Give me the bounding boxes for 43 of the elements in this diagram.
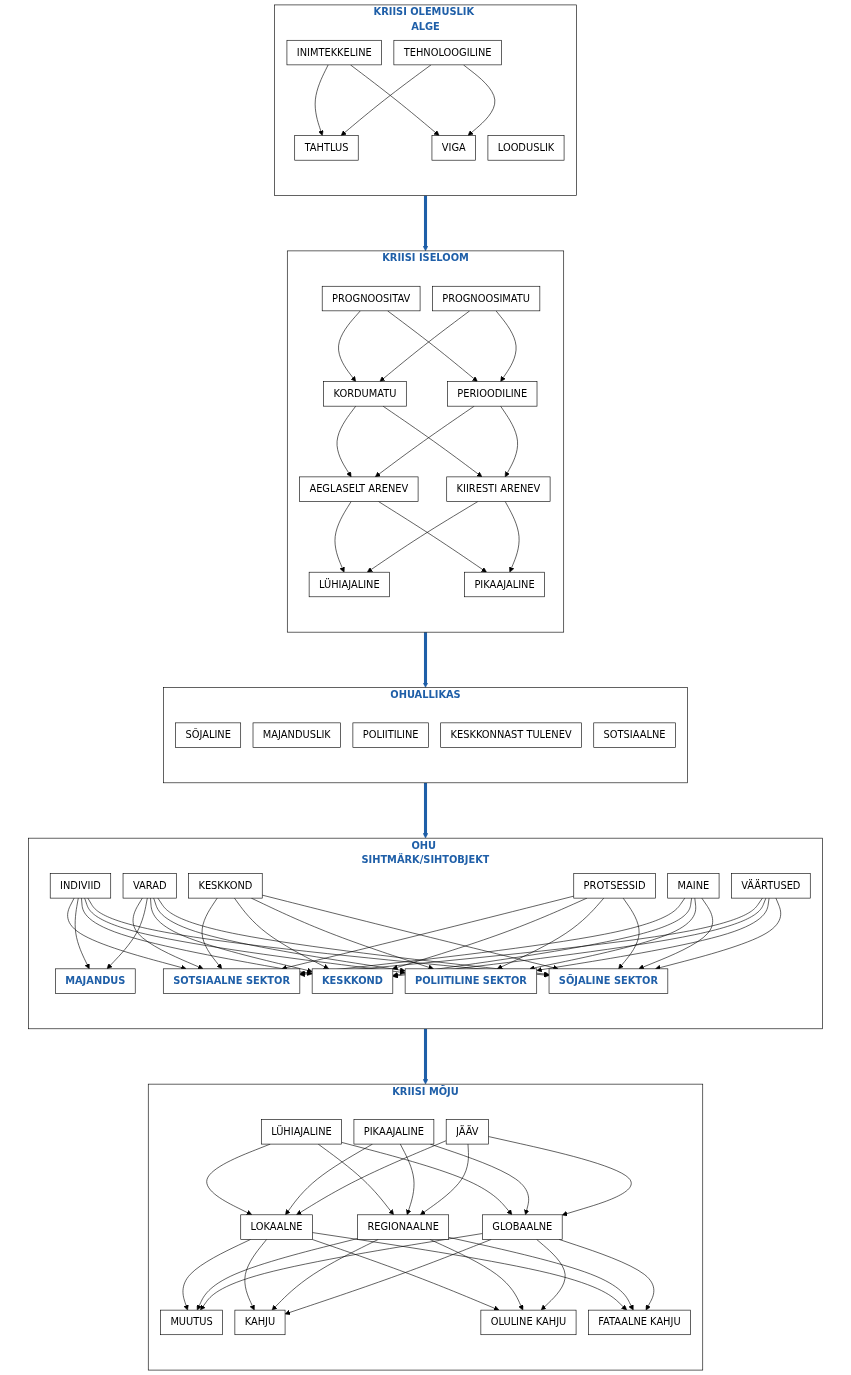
node-box: SÕJALINE SEKTOR bbox=[548, 968, 669, 994]
node-box: TAHTLUS bbox=[294, 135, 359, 161]
node-box: PROGNOOSIMATU bbox=[432, 285, 541, 312]
node-box: LOKAALNE bbox=[240, 1214, 313, 1240]
node-box: KESKKOND bbox=[311, 968, 394, 994]
arrow bbox=[422, 632, 429, 688]
node-box: POLIITILINE bbox=[352, 722, 429, 748]
node-box: KESKKONNAST TULENEV bbox=[440, 722, 582, 748]
node-box: LÜHIAJALINE bbox=[308, 571, 390, 598]
node-box: VARAD bbox=[122, 873, 177, 899]
node-box: MUUTUS bbox=[160, 1309, 223, 1336]
node-box: OLULINE KAHJU bbox=[480, 1309, 577, 1336]
arrow bbox=[422, 782, 429, 839]
node-box: INIMTEKKELINE bbox=[286, 39, 382, 66]
node-box: FATAALNE KAHJU bbox=[588, 1309, 691, 1336]
node-box: SOTSIAALNE SEKTOR bbox=[163, 968, 301, 994]
node-box: JÄÄV bbox=[445, 1119, 489, 1145]
node-box: KESKKOND bbox=[188, 873, 263, 899]
node-box: KIIRESTI ARENEV bbox=[446, 476, 551, 502]
node-box: KAHJU bbox=[234, 1309, 286, 1336]
node-box: VIGA bbox=[431, 135, 476, 161]
node-box: KORDUMATU bbox=[323, 381, 407, 407]
node-box: PIKAAJALINE bbox=[353, 1119, 435, 1145]
node-box: LOODUSLIK bbox=[487, 135, 565, 161]
node-box: GLOBAALNE bbox=[482, 1214, 563, 1240]
arrow bbox=[422, 1028, 429, 1085]
node-box: PIKAAJALINE bbox=[464, 571, 545, 598]
node-box: VÄÄRTUSED bbox=[731, 873, 811, 899]
node-box: PROTSESSID bbox=[573, 873, 656, 899]
node-box: REGIONAALNE bbox=[357, 1214, 449, 1240]
arrow bbox=[422, 195, 429, 252]
node-box: SOTSIAALNE bbox=[593, 722, 676, 748]
node-box: MAINE bbox=[667, 873, 720, 899]
node-box: AEGLASELT ARENEV bbox=[299, 476, 419, 502]
node-box: LÜHIAJALINE bbox=[261, 1119, 342, 1145]
node-box: INDIVIID bbox=[49, 873, 112, 899]
node-box: POLIITILINE SEKTOR bbox=[404, 968, 538, 994]
node-box: TEHNOLOOGILINE bbox=[393, 39, 502, 66]
node-box: PERIOODILINE bbox=[447, 381, 538, 407]
node-box: MAJANDUSLIK bbox=[252, 722, 341, 748]
node-box: PROGNOOSITAV bbox=[321, 285, 421, 312]
node-box: SÕJALINE bbox=[175, 722, 241, 748]
node-box: MAJANDUS bbox=[55, 968, 136, 994]
